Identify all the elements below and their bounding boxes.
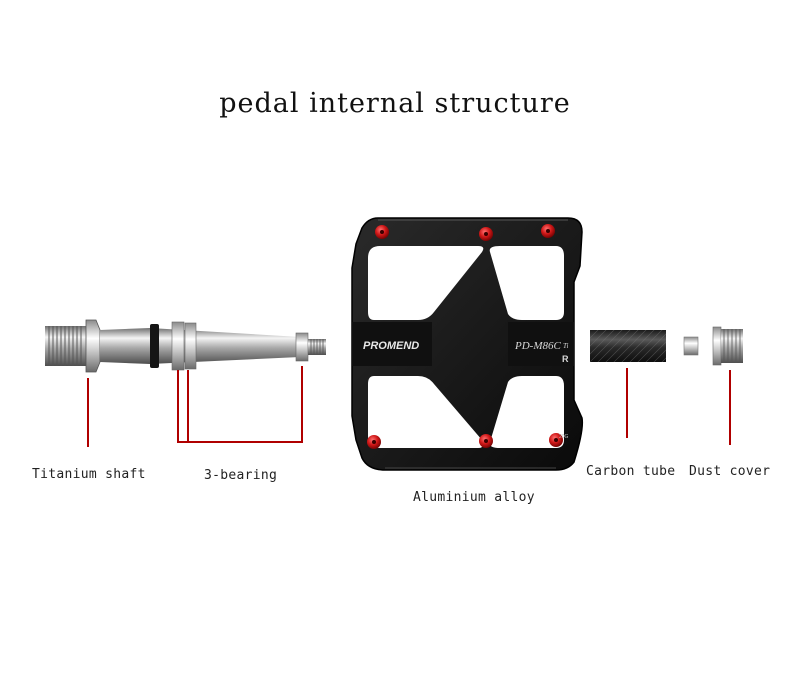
label-3-bearing: 3-bearing [204,468,278,483]
pedal-body: PROMEND PD-M86C Ti R 20G [351,217,584,471]
label-carbon-tube: Carbon tube [586,464,676,479]
pedal-brand-mark: PROMEND [363,340,419,352]
pedal-bolts [367,224,563,449]
pedal-side-mark: R [562,354,569,364]
label-dust-cover: Dust cover [689,464,771,479]
carbon-tube [590,330,666,362]
leader-lines [87,366,731,447]
dust-cover [712,326,743,366]
image-title: pedal internal structure [219,88,571,119]
bearing-leader [177,366,303,443]
lock-nut [683,336,699,356]
pedal-small-mark: 20G [559,434,569,440]
titanium-shaft [45,319,326,373]
label-titanium-shaft: Titanium shaft [32,467,146,482]
label-aluminium-alloy: Aluminium alloy [413,490,535,505]
pedal-model-mark: PD-M86C [514,340,561,352]
pedal-ti-mark: Ti [563,342,569,350]
